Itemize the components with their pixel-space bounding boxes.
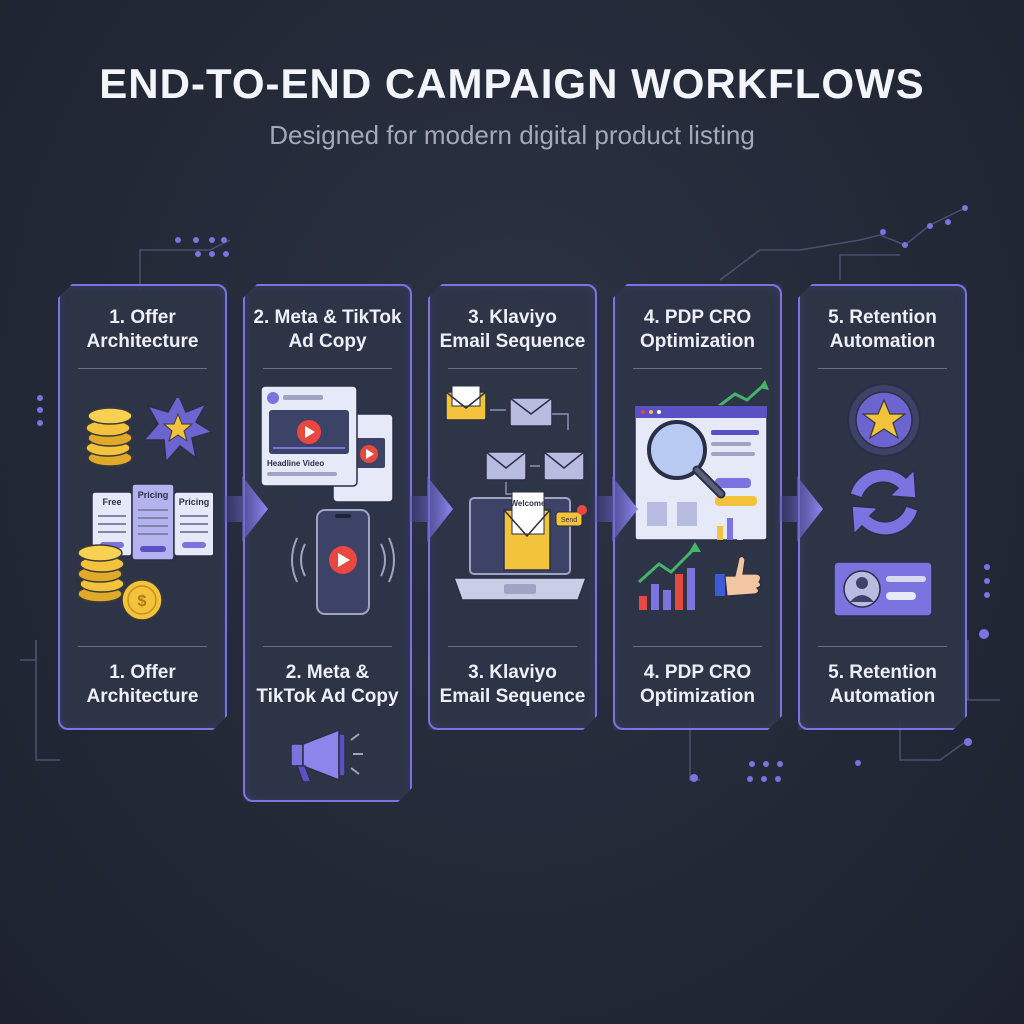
magnifier-webpage-icon	[635, 406, 767, 540]
divider	[448, 368, 577, 369]
svg-text:Headline Video: Headline Video	[267, 459, 324, 468]
retention-illustration	[818, 382, 948, 638]
svg-text:Pricing: Pricing	[179, 497, 210, 507]
divider	[263, 646, 392, 647]
laptop-email-icon: Welcome Send	[454, 492, 587, 600]
phone-play-icon	[292, 510, 394, 614]
cro-illustration	[625, 378, 775, 634]
refresh-cycle-icon	[850, 469, 918, 535]
pricing-table-icon: Free Pricing Pricing	[92, 484, 213, 560]
svg-text:$: $	[138, 593, 147, 610]
page-subtitle: Designed for modern digital product list…	[269, 120, 755, 150]
divider	[633, 646, 762, 647]
envelope-icon	[446, 386, 584, 480]
divider	[448, 646, 577, 647]
svg-text:Pricing: Pricing	[138, 490, 169, 500]
profile-card-icon	[834, 562, 932, 616]
flow-arrow-icon	[409, 476, 453, 542]
divider	[78, 646, 207, 647]
offer-illustration: Free Pricing Pricing $	[78, 398, 213, 638]
email-illustration: Welcome Send	[440, 386, 590, 642]
divider	[78, 368, 207, 369]
divider	[633, 368, 762, 369]
flow-arrow-icon	[594, 476, 638, 542]
coin-stack-icon	[86, 408, 132, 466]
svg-text:Send: Send	[561, 517, 577, 524]
step-footer: 2. Meta &TikTok Ad Copy	[256, 662, 399, 707]
star-badge-icon	[848, 384, 920, 456]
star-burst-icon	[144, 398, 212, 462]
svg-text:Free: Free	[102, 497, 121, 507]
page-title: END-TO-END CAMPAIGN WORKFLOWS	[99, 60, 925, 107]
divider	[818, 368, 947, 369]
ad-video-icon: Headline Video	[261, 386, 393, 502]
svg-text:Welcome: Welcome	[511, 499, 547, 508]
ad-illustration: Headline Video	[259, 382, 399, 642]
thumbs-up-icon	[715, 556, 761, 596]
flow-arrow-icon	[224, 476, 268, 542]
flow-arrow-icon	[779, 476, 823, 542]
megaphone-icon	[287, 726, 367, 786]
bar-chart-icon	[639, 508, 743, 610]
divider	[818, 646, 947, 647]
divider	[263, 368, 392, 369]
